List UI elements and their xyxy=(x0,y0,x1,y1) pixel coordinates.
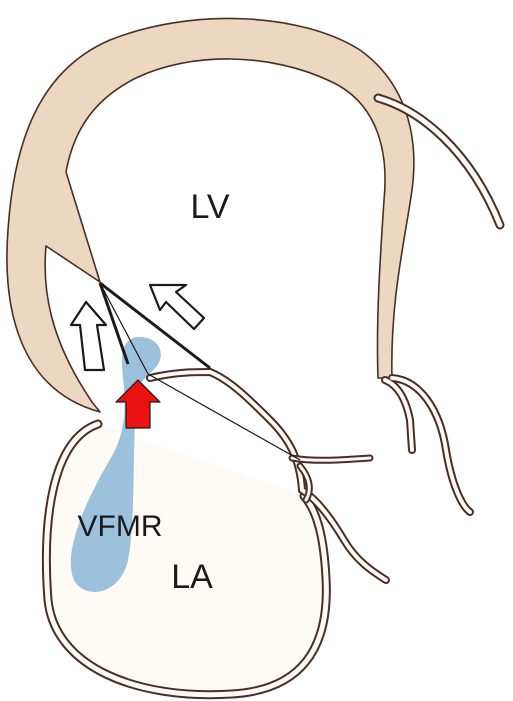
vfmr-label: VFMR xyxy=(78,510,163,543)
papillary-branch xyxy=(385,378,470,512)
la-label: LA xyxy=(171,558,213,596)
outline-arrow-right xyxy=(150,285,204,329)
outline-arrow-left xyxy=(71,302,106,370)
lv-label: LV xyxy=(190,188,229,226)
red-arrow xyxy=(116,380,160,428)
